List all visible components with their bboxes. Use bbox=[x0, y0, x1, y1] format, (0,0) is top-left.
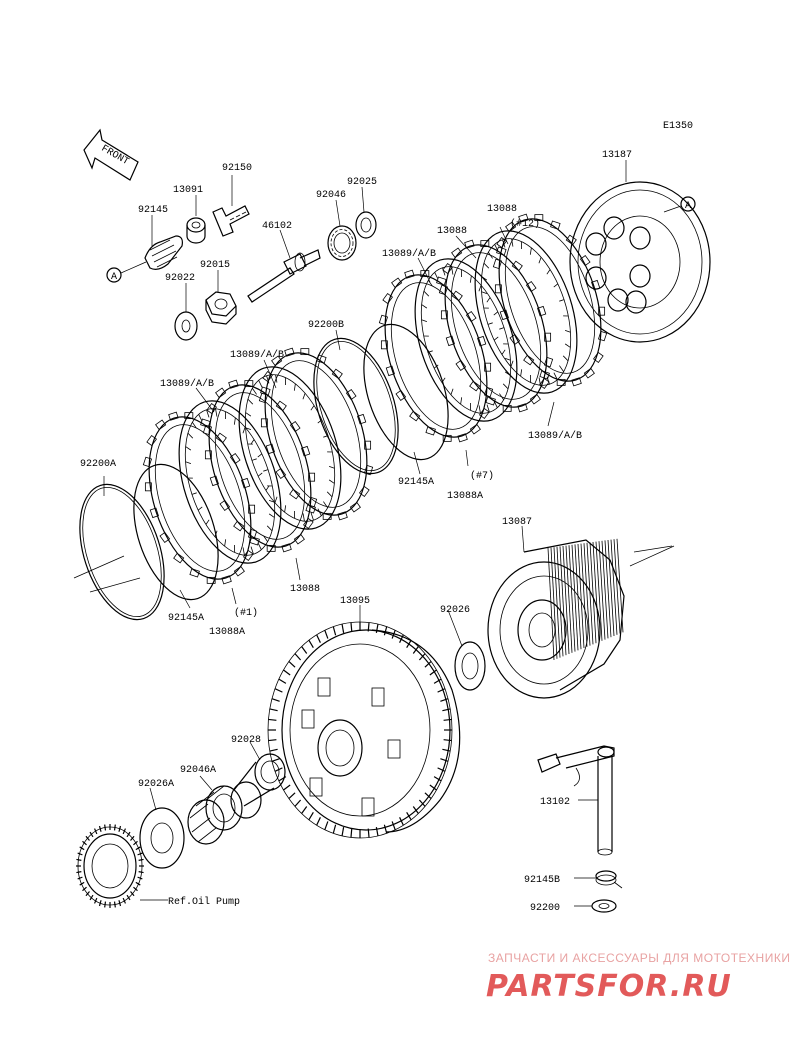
spring-plate-92145a-lower bbox=[133, 463, 219, 601]
label-note-7: (#7) bbox=[470, 470, 494, 482]
label-13091: 13091 bbox=[173, 185, 203, 196]
label-note-1: (#1) bbox=[234, 607, 258, 619]
label-13102: 13102 bbox=[540, 797, 570, 808]
front-arrow-icon: FRONT bbox=[83, 128, 139, 181]
label-92046: 92046 bbox=[316, 190, 346, 201]
wire-ring-92200b bbox=[313, 337, 399, 475]
callout-a-left-text: A bbox=[111, 272, 117, 283]
watermark-logo: PARTSFOR.RU bbox=[486, 969, 732, 1004]
label-13089ab-2: 13089/A/B bbox=[230, 349, 284, 361]
label-13187: 13187 bbox=[602, 150, 632, 161]
label-92200b: 92200B bbox=[308, 320, 344, 331]
spring-plate-92145a-upper bbox=[363, 323, 449, 461]
clutch-hub-13087 bbox=[487, 538, 625, 699]
bearing-92046 bbox=[327, 225, 357, 261]
release-shaft-13102 bbox=[537, 745, 615, 856]
washer-92200 bbox=[591, 899, 617, 913]
washer-92025 bbox=[355, 211, 377, 239]
pushrod-46102 bbox=[247, 249, 321, 303]
wire-ring-92200a bbox=[79, 483, 165, 621]
label-46102: 46102 bbox=[262, 221, 292, 232]
washer-92026a bbox=[139, 807, 185, 869]
label-92145: 92145 bbox=[138, 205, 168, 216]
washer-92022 bbox=[174, 311, 198, 341]
label-92145a-2: 92145A bbox=[168, 613, 204, 624]
label-13089ab-4: 13089/A/B bbox=[528, 430, 582, 442]
label-13087: 13087 bbox=[502, 517, 532, 528]
pressure-plate-13187 bbox=[569, 181, 711, 343]
label-13088a-1: 13088A bbox=[447, 491, 483, 502]
clutch-plates-stack bbox=[142, 213, 608, 585]
label-13095: 13095 bbox=[340, 596, 370, 607]
watermark-tagline: ЗАПЧАСТИ И АКСЕССУАРЫ ДЛЯ МОТОТЕХНИКИ bbox=[488, 951, 790, 965]
callout-a-right-text: A bbox=[685, 201, 691, 212]
label-92200a: 92200A bbox=[80, 459, 116, 470]
needle-bearing-92046a bbox=[187, 785, 243, 845]
bolt-92150 bbox=[212, 205, 250, 237]
spring-92145 bbox=[144, 235, 183, 270]
label-92015: 92015 bbox=[200, 260, 230, 271]
label-92026a: 92026A bbox=[138, 779, 174, 790]
label-92150: 92150 bbox=[222, 163, 252, 174]
oil-pump-drive-gear bbox=[76, 824, 144, 908]
washer-92026 bbox=[454, 641, 486, 691]
label-13088-b: 13088 bbox=[437, 226, 467, 237]
label-92200: 92200 bbox=[530, 903, 560, 914]
clutch-housing-13095 bbox=[267, 621, 461, 839]
collar-13091 bbox=[186, 217, 206, 244]
label-note-12: (#12) bbox=[510, 218, 540, 230]
callout-a-left bbox=[106, 267, 122, 283]
label-13089ab-1: 13089/A/B bbox=[382, 248, 436, 260]
callout-a-right bbox=[680, 196, 696, 212]
label-92022: 92022 bbox=[165, 273, 195, 284]
label-92046a: 92046A bbox=[180, 765, 216, 776]
sleeve-92028 bbox=[230, 753, 286, 819]
label-13088-c: 13088 bbox=[290, 584, 320, 595]
label-92028: 92028 bbox=[231, 735, 261, 746]
label-92145a-1: 92145A bbox=[398, 477, 434, 488]
label-92145b: 92145B bbox=[524, 875, 560, 886]
spring-92145b bbox=[595, 870, 623, 889]
nut-92015 bbox=[205, 291, 237, 325]
label-13088a-2: 13088A bbox=[209, 627, 245, 638]
label-13089ab-3: 13089/A/B bbox=[160, 378, 214, 390]
label-13088-top: 13088 bbox=[487, 204, 517, 215]
label-92026: 92026 bbox=[440, 605, 470, 616]
diagram-code: E1350 bbox=[663, 121, 693, 132]
label-ref-oil-pump: Ref.Oil Pump bbox=[168, 896, 240, 908]
label-92025: 92025 bbox=[347, 177, 377, 188]
